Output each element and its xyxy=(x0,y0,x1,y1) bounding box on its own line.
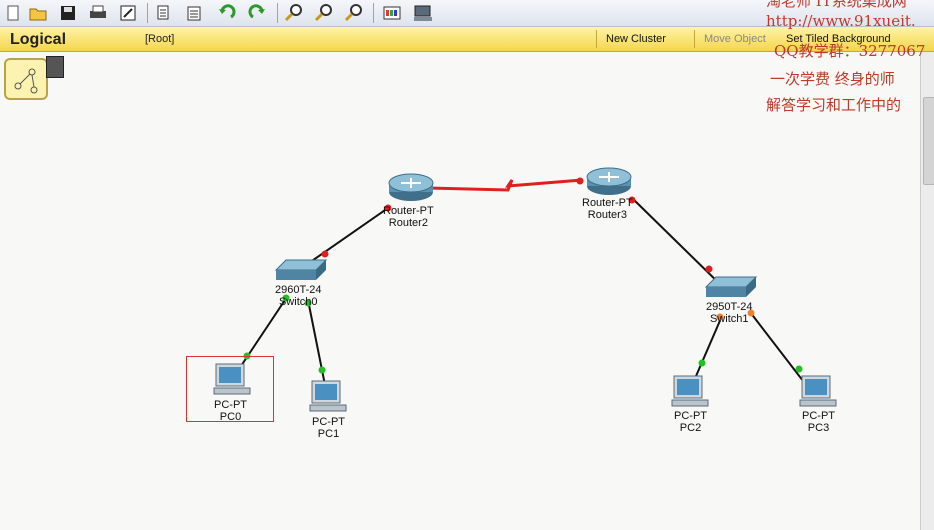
router2-model: Router-PT xyxy=(383,205,434,217)
switch1-model: 2950T-24 xyxy=(706,301,753,313)
root-breadcrumb[interactable]: [Root] xyxy=(145,33,175,45)
new-icon[interactable] xyxy=(2,2,24,24)
pc1-model: PC-PT xyxy=(312,416,345,428)
pc2-label: PC-PT PC2 xyxy=(674,410,707,434)
custom-device-icon[interactable] xyxy=(412,2,434,24)
pc2-name: PC2 xyxy=(679,422,702,434)
router2-label: Router-PT Router2 xyxy=(383,205,434,229)
switch0-label: 2960T-24 Switch0 xyxy=(275,284,321,308)
main-toolbar xyxy=(0,0,934,27)
move-object-button[interactable]: Move Object xyxy=(704,33,766,45)
open-icon[interactable] xyxy=(27,2,49,24)
switch1-icon[interactable] xyxy=(704,275,758,306)
workspace-mode-title: Logical xyxy=(10,31,67,48)
logical-workspace-bar: Logical [Root] New Cluster Move Object S… xyxy=(0,27,934,52)
pc3-name: PC3 xyxy=(807,422,830,434)
copy-icon[interactable] xyxy=(153,2,175,24)
switch0-model: 2960T-24 xyxy=(275,284,322,296)
pc0-model: PC-PT xyxy=(214,399,247,411)
paste-icon[interactable] xyxy=(183,2,205,24)
switch1-label: 2950T-24 Switch1 xyxy=(706,301,752,325)
cluster-icon xyxy=(46,56,64,78)
zoom-in-icon[interactable] xyxy=(283,2,305,24)
activity-wizard-icon[interactable] xyxy=(117,2,139,24)
pc1-label: PC-PT PC1 xyxy=(312,416,345,440)
new-cluster-button[interactable]: New Cluster xyxy=(606,33,666,45)
scrollbar-thumb[interactable] xyxy=(923,97,934,185)
switch0-name: Switch0 xyxy=(278,296,318,308)
router3-icon[interactable] xyxy=(586,166,632,201)
navigation-panel-icon[interactable] xyxy=(4,58,48,100)
set-tiled-background-button[interactable]: Set Tiled Background xyxy=(786,33,891,45)
pc3-label: PC-PT PC3 xyxy=(802,410,835,434)
router2-icon[interactable] xyxy=(388,172,434,207)
zoom-out-icon[interactable] xyxy=(343,2,365,24)
palette-icon[interactable] xyxy=(381,2,403,24)
redo-icon[interactable] xyxy=(247,2,269,24)
undo-icon[interactable] xyxy=(215,2,237,24)
router2-name: Router2 xyxy=(388,217,428,229)
pc3-icon[interactable] xyxy=(798,374,838,415)
pc2-model: PC-PT xyxy=(674,410,707,422)
switch0-icon[interactable] xyxy=(274,258,328,289)
switch1-name: Switch1 xyxy=(709,313,749,325)
zoom-reset-icon[interactable] xyxy=(313,2,335,24)
selection-rectangle xyxy=(186,356,274,422)
pc1-name: PC1 xyxy=(317,428,340,440)
pc2-icon[interactable] xyxy=(670,374,710,415)
router3-name: Router3 xyxy=(587,209,627,221)
pc0-label: PC-PT PC0 xyxy=(214,399,247,423)
print-icon[interactable] xyxy=(87,2,109,24)
logical-workspace-canvas[interactable] xyxy=(0,52,920,530)
vertical-scrollbar[interactable] xyxy=(920,52,934,530)
save-icon[interactable] xyxy=(57,2,79,24)
router3-model: Router-PT xyxy=(582,197,633,209)
pc1-icon[interactable] xyxy=(308,379,348,420)
router3-label: Router-PT Router3 xyxy=(582,197,633,221)
pc0-icon[interactable] xyxy=(212,362,252,403)
pc3-model: PC-PT xyxy=(802,410,835,422)
pc0-name: PC0 xyxy=(219,411,242,423)
